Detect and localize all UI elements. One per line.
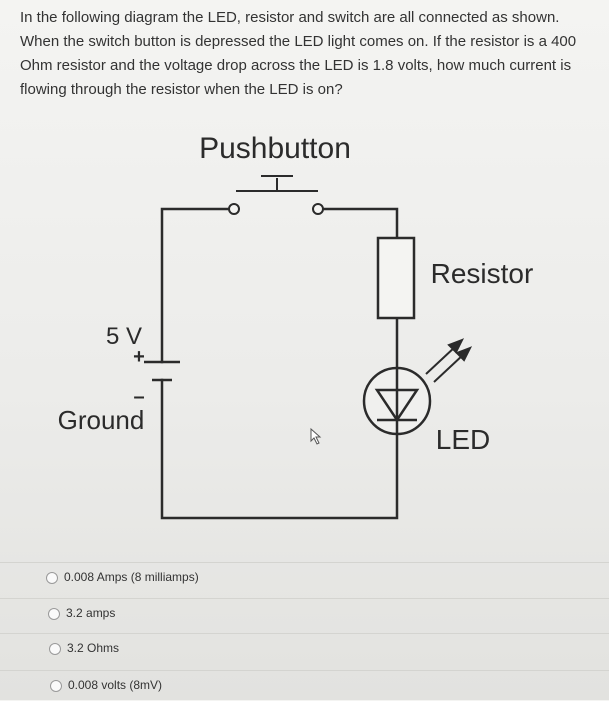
answer-label: 0.008 Amps (8 milliamps) (64, 570, 199, 584)
resistor-label: Resistor (431, 258, 534, 289)
answer-option[interactable]: 3.2 Ohms (0, 633, 609, 664)
question-line: Ohm resistor and the voltage drop across… (20, 57, 572, 74)
minus-sign: – (133, 386, 144, 408)
answer-label: 3.2 Ohms (67, 641, 120, 655)
answer-label: 3.2 amps (66, 606, 116, 620)
answer-option[interactable]: 0.008 volts (8mV) (0, 670, 609, 701)
wire-left-top (160, 207, 231, 364)
circuit-diagram: Pushbutton Resistor LED 5 V + – Ground (0, 118, 609, 538)
pushbutton-label: Pushbutton (199, 132, 351, 165)
question-line: When the switch button is depressed the … (20, 33, 577, 50)
question-line: flowing through the resistor when the LE… (20, 81, 343, 98)
circuit-wires (160, 207, 399, 520)
answer-label: 0.008 volts (8mV) (68, 678, 163, 692)
answer-option[interactable]: 3.2 amps (0, 598, 609, 629)
voltage-label: 5 V (106, 323, 142, 350)
wire-bottom (160, 378, 399, 520)
wire-right-top (321, 207, 399, 240)
led-label: LED (436, 424, 490, 455)
resistor-symbol (376, 236, 416, 320)
answer-option[interactable]: 0.008 Amps (8 milliamps) (0, 562, 609, 593)
radio-button[interactable] (50, 680, 62, 692)
radio-button[interactable] (46, 572, 58, 584)
radio-button[interactable] (48, 608, 60, 620)
plus-sign: + (133, 346, 145, 368)
led-symbol (362, 366, 432, 436)
mouse-cursor-icon (310, 427, 322, 445)
circuit-svg: Pushbutton Resistor LED 5 V + – Ground (58, 132, 534, 520)
ground-label: Ground (58, 405, 145, 435)
question-line: In the following diagram the LED, resist… (20, 9, 560, 26)
question-text: In the following diagram the LED, resist… (20, 6, 600, 102)
led-light-arrows (425, 338, 473, 383)
radio-button[interactable] (49, 643, 61, 655)
battery-symbol (144, 360, 180, 382)
pushbutton-switch (228, 175, 324, 215)
